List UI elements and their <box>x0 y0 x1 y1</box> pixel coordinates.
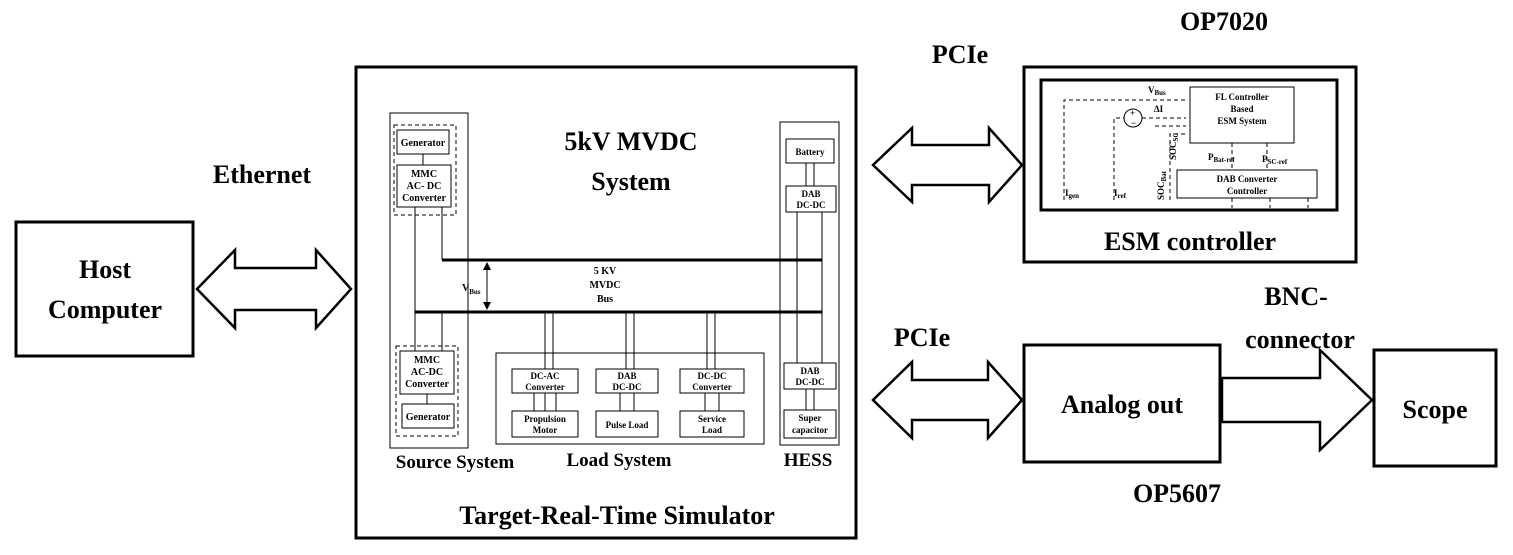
dc-dc-converter-box <box>679 368 745 394</box>
dc-ac-line2: Converter <box>525 382 564 392</box>
pcie-top-double-arrow <box>871 124 1024 206</box>
mmc-bottom-box <box>399 350 455 395</box>
service-load-line1: Service <box>698 414 726 424</box>
mmc-top-box <box>396 164 452 208</box>
mmc-bottom-line1: MMC <box>414 355 440 366</box>
pulse-load-label: Pulse Load <box>606 420 649 430</box>
ethernet-label: Ethernet <box>213 160 312 189</box>
mvdc-system-title-line1: 5kV MVDC <box>564 127 697 156</box>
scope-box <box>1372 348 1498 468</box>
supercap-line2: capacitor <box>792 425 828 435</box>
dab-load-line2: DC-DC <box>613 382 642 392</box>
battery-box <box>785 138 835 164</box>
supercap-line1: Super <box>798 413 821 423</box>
load-system-frame <box>495 352 765 445</box>
propulsion-line1: Propulsion <box>524 414 566 424</box>
fl-line3: ESM System <box>1217 116 1267 126</box>
hess-label: HESS <box>784 450 833 471</box>
service-load-box <box>679 410 745 438</box>
battery-label: Battery <box>796 147 825 157</box>
dc-ac-converter-box <box>511 368 579 394</box>
soc-bat-label: SOCBat <box>1156 170 1168 200</box>
vbus-label: VBus <box>462 283 481 296</box>
dab-hess-top-line2: DC-DC <box>797 200 826 210</box>
mmc-top-line2: AC- DC <box>407 181 442 192</box>
propulsion-motor-box <box>511 410 579 438</box>
mvdc-system-title-line2: System <box>591 167 671 196</box>
hess-frame <box>779 121 840 446</box>
bnc-label-line2: connector <box>1245 325 1355 354</box>
source-system-frame <box>389 112 469 449</box>
dc-dc-line1: DC-DC <box>698 371 727 381</box>
dab-hess-bottom-line2: DC-DC <box>796 377 825 387</box>
psc-ref-label: PSC-ref <box>1262 154 1288 166</box>
op5607-label: OP5607 <box>1133 479 1221 508</box>
iref-label: Iref <box>1114 188 1127 200</box>
ethernet-double-arrow <box>195 246 353 332</box>
dab-load-box <box>595 368 659 394</box>
mmc-bottom-line3: Converter <box>405 379 449 390</box>
generator-bottom-box <box>401 403 455 429</box>
bnc-label-line1: BNC- <box>1264 282 1328 311</box>
fl-controller-box <box>1189 86 1295 144</box>
dc-dc-line2: Converter <box>692 382 731 392</box>
load-system-label: Load System <box>566 450 671 471</box>
source-top-dashed-group <box>393 124 457 216</box>
propulsion-line2: Motor <box>533 425 558 435</box>
pulse-load-box <box>595 410 659 438</box>
target-simulator-title: Target-Real-Time Simulator <box>459 501 775 530</box>
dab-ctrl-line1: DAB Converter <box>1217 174 1278 184</box>
pcie-bottom-label: PCIe <box>894 323 950 352</box>
op7020-label: OP7020 <box>1180 7 1268 36</box>
fl-line1: FL Controller <box>1215 92 1269 102</box>
bnc-arrow <box>1220 347 1374 453</box>
esm-controller-title: ESM controller <box>1104 227 1276 256</box>
mmc-top-line3: Converter <box>402 193 446 204</box>
pbat-ref-label: PBat-ref <box>1208 152 1235 164</box>
service-load-line2: Load <box>702 425 722 435</box>
dab-converter-controller-box <box>1176 169 1318 199</box>
supercapacitor-box <box>783 409 837 439</box>
analog-out-label: Analog out <box>1061 390 1183 419</box>
sum-plus: + <box>1130 108 1135 118</box>
bus-label-line3: Bus <box>597 294 613 305</box>
mmc-bottom-line2: AC-DC <box>411 367 443 378</box>
scope-label: Scope <box>1403 395 1468 424</box>
dab-hess-bottom-line1: DAB <box>800 366 819 376</box>
bus-label-line1: 5 KV <box>594 266 617 277</box>
dab-hess-top-line1: DAB <box>801 189 820 199</box>
fl-line2: Based <box>1230 104 1253 114</box>
dc-ac-line1: DC-AC <box>531 371 560 381</box>
esm-vbus-label: VBus <box>1148 85 1166 97</box>
soc-sc-label: SOCSC <box>1168 133 1180 160</box>
generator-top-label: Generator <box>401 138 446 149</box>
igen-label: Igen <box>1065 188 1079 200</box>
generator-bottom-label: Generator <box>406 412 451 423</box>
source-bottom-dashed-group <box>395 345 459 437</box>
dab-ctrl-line2: Controller <box>1227 186 1267 196</box>
sum-minus: − <box>1131 118 1136 128</box>
mmc-top-line1: MMC <box>411 169 437 180</box>
dab-load-line1: DAB <box>617 371 636 381</box>
analog-out-box <box>1022 343 1222 464</box>
bus-label-line2: MVDC <box>589 280 620 291</box>
dab-hess-bottom-box <box>783 362 837 390</box>
source-system-label: Source System <box>396 452 515 473</box>
pcie-bottom-double-arrow <box>871 358 1024 442</box>
pcie-top-label: PCIe <box>932 40 988 69</box>
host-computer-box <box>14 220 195 358</box>
host-computer-label-line2: Computer <box>48 295 162 324</box>
host-computer-label-line1: Host <box>79 255 131 284</box>
delta-i-label: ΔI <box>1154 104 1164 114</box>
dab-hess-top-box <box>785 185 837 213</box>
